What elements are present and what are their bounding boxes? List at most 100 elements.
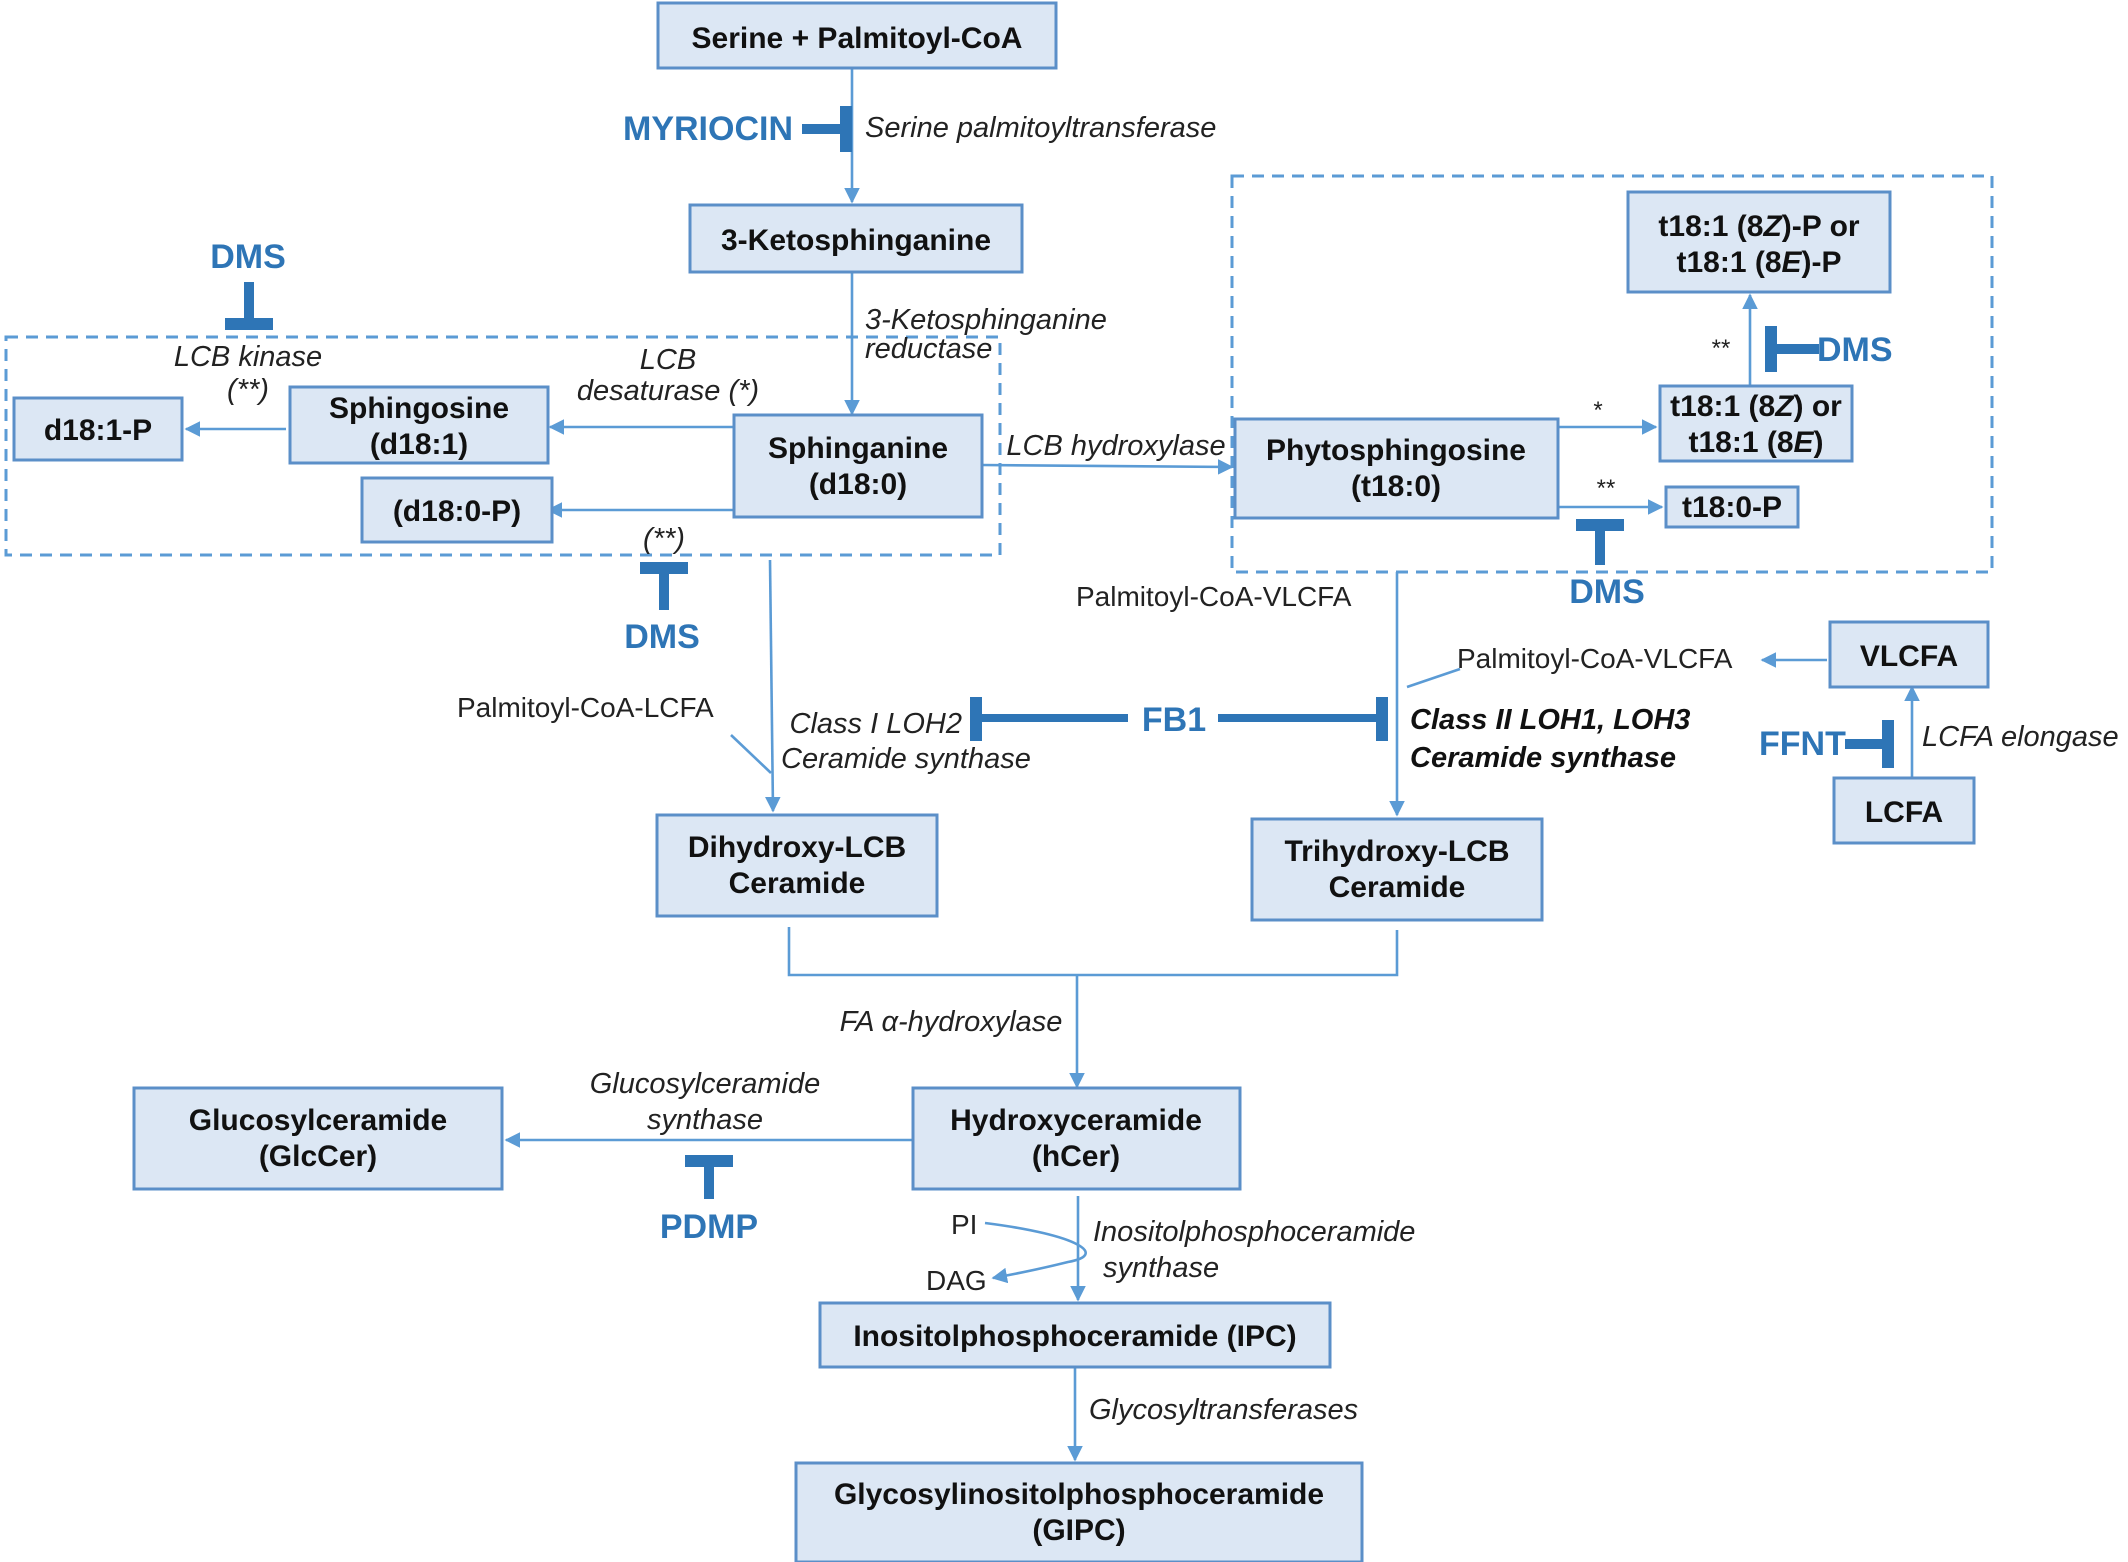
node-sphinganine-line2: (d18:0) bbox=[809, 468, 907, 501]
marker-t181p-star: ** bbox=[1712, 335, 1731, 362]
enzyme-serine-palmitoyltransferase: Serine palmitoyltransferase bbox=[865, 112, 1216, 144]
node-sphingosine: Sphingosine (d18:1) bbox=[288, 385, 550, 465]
marker-t181-star: * bbox=[1593, 397, 1602, 424]
node-trihydroxy-line2: Ceramide bbox=[1329, 871, 1466, 904]
ffnt-inhibition-stem bbox=[1845, 739, 1885, 749]
myriocin-inhibition-stem bbox=[802, 124, 848, 134]
dms-t180p-inhibition-stem bbox=[1595, 525, 1605, 565]
node-dihydroxy-line1: Dihydroxy-LCB bbox=[688, 831, 906, 864]
right-lcb-group-region bbox=[1230, 174, 1994, 574]
node-dihydroxy-line2: Ceramide bbox=[729, 867, 866, 900]
inhibitor-pdmp-label: PDMP bbox=[660, 1208, 758, 1246]
node-t18-1-p: t18:1 (8Z)-P or t18:1 (8E)-P bbox=[1626, 190, 1892, 294]
node-vlcfa-label: VLCFA bbox=[1860, 640, 1958, 673]
arrow-sphinganine-to-dihydroxy-ceramide bbox=[765, 559, 781, 813]
substrate-dag: DAG bbox=[926, 1265, 987, 1296]
node-glucosylceramide: Glucosylceramide (GlcCer) bbox=[132, 1086, 504, 1191]
node-phytosphingosine-line2: (t18:0) bbox=[1351, 470, 1441, 503]
arrow-pi-to-dag bbox=[984, 1221, 1087, 1284]
node-glucosylceramide-line2: (GlcCer) bbox=[259, 1140, 377, 1173]
node-trihydroxy-line1: Trihydroxy-LCB bbox=[1284, 835, 1509, 868]
arrow-lcfa-substrate bbox=[730, 734, 772, 774]
enzyme-lcb-hydroxylase: LCB hydroxylase bbox=[1006, 430, 1225, 462]
node-t181p-line2: t18:1 (8E)-P bbox=[1676, 246, 1841, 279]
inhibitor-dms-t181p-label: DMS bbox=[1817, 331, 1893, 369]
inhibitor-fb1-label: FB1 bbox=[1142, 701, 1206, 739]
dms-d180p-inhibition-bar bbox=[640, 562, 688, 574]
enzyme-d180p-kinase-marker: (**) bbox=[643, 523, 685, 555]
ffnt-inhibition-bar bbox=[1882, 720, 1894, 768]
enzyme-lcb-desaturase-line2: desaturase (*) bbox=[577, 375, 759, 407]
dms-lcbk-inhibition-bar bbox=[225, 318, 273, 330]
enzyme-lcfa-elongase: LCFA elongase bbox=[1922, 721, 2119, 753]
inhibitor-dms-t180p-label: DMS bbox=[1569, 573, 1645, 611]
node-t181-line2: t18:1 (8E) bbox=[1688, 426, 1823, 459]
node-t181p-line1: t18:1 (8Z)-P or bbox=[1658, 210, 1859, 243]
enzyme-class1-line2: Ceramide synthase bbox=[781, 743, 1031, 775]
node-t18-0-p: t18:0-P bbox=[1664, 485, 1800, 529]
node-gipc: Glycosylinositolphosphoceramide (GIPC) bbox=[794, 1461, 1364, 1562]
substrate-palmitoyl-coa-vlcfa-right: Palmitoyl-CoA-VLCFA bbox=[1457, 643, 1733, 674]
node-sphingosine-line2: (d18:1) bbox=[370, 428, 468, 461]
node-gipc-line2: (GIPC) bbox=[1032, 1514, 1125, 1547]
node-sphingosine-line1: Sphingosine bbox=[329, 392, 509, 425]
node-t18-1: t18:1 (8Z) or t18:1 (8E) bbox=[1658, 384, 1854, 463]
myriocin-inhibition-bar bbox=[840, 106, 852, 152]
node-hydroxyceramide: Hydroxyceramide (hCer) bbox=[911, 1086, 1242, 1191]
inhibitor-myriocin-label: MYRIOCIN bbox=[623, 110, 793, 148]
inhibitor-dms-d180p-label: DMS bbox=[624, 618, 700, 656]
node-ketosphinganine-label: 3-Ketosphinganine bbox=[721, 224, 991, 257]
node-d18-1-p: d18:1-P bbox=[12, 396, 184, 462]
left-lcb-group-region bbox=[4, 335, 1002, 557]
enzyme-fa-alpha-hydroxylase: FA α-hydroxylase bbox=[840, 1006, 1063, 1038]
enzyme-ketosphinganine-reductase-line2: reductase bbox=[865, 333, 992, 365]
enzyme-ketosphinganine-reductase-line1: 3-Ketosphinganine bbox=[865, 304, 1107, 336]
fb1-right-inhibition-bar bbox=[1376, 697, 1388, 741]
substrate-palmitoyl-coa-lcfa: Palmitoyl-CoA-LCFA bbox=[457, 692, 714, 723]
node-gipc-line1: Glycosylinositolphosphoceramide bbox=[834, 1478, 1324, 1511]
enzyme-glucosylceramide-synthase-line2: synthase bbox=[647, 1104, 763, 1136]
node-t180p-label: t18:0-P bbox=[1682, 491, 1782, 524]
substrate-palmitoyl-coa-vlcfa-top: Palmitoyl-CoA-VLCFA bbox=[1076, 581, 1352, 612]
node-ipc-label: Inositolphosphoceramide (IPC) bbox=[853, 1320, 1296, 1353]
enzyme-class1-line1: Class I LOH2 bbox=[790, 708, 962, 740]
enzyme-ipc-synthase-line1: Inositolphosphoceramide bbox=[1093, 1216, 1415, 1248]
node-d18-0-p: (d18:0-P) bbox=[360, 476, 554, 544]
node-trihydroxy-lcb-ceramide: Trihydroxy-LCB Ceramide bbox=[1250, 817, 1544, 922]
node-d181p-label: d18:1-P bbox=[44, 414, 152, 447]
node-d180p-label: (d18:0-P) bbox=[393, 495, 521, 528]
ceramide-merge-connector bbox=[787, 927, 1399, 977]
enzyme-lcb-desaturase-line1: LCB bbox=[640, 344, 696, 376]
dms-lcbk-inhibition-stem bbox=[244, 282, 254, 322]
dms-t181p-inhibition-bar bbox=[1765, 326, 1777, 372]
inhibitor-ffnt-label: FFNT bbox=[1759, 725, 1846, 763]
enzyme-ipc-synthase-line2: synthase bbox=[1103, 1252, 1219, 1284]
node-hydroxyceramide-line2: (hCer) bbox=[1032, 1140, 1120, 1173]
substrate-pi: PI bbox=[951, 1209, 977, 1240]
node-lcfa: LCFA bbox=[1832, 776, 1976, 845]
enzyme-lcb-kinase-line1: LCB kinase bbox=[174, 341, 322, 373]
enzyme-class2-line1: Class II LOH1, LOH3 bbox=[1410, 704, 1690, 736]
dms-d180p-inhibition-stem bbox=[659, 570, 669, 610]
enzyme-class2-line2: Ceramide synthase bbox=[1410, 742, 1676, 774]
fb1-left-inhibition-bar bbox=[970, 697, 982, 741]
node-serine-label: Serine + Palmitoyl-CoA bbox=[692, 22, 1023, 55]
enzyme-glycosyltransferases: Glycosyltransferases bbox=[1089, 1394, 1358, 1426]
marker-t180p-star: ** bbox=[1597, 475, 1616, 502]
node-glucosylceramide-line1: Glucosylceramide bbox=[189, 1104, 447, 1137]
node-serine-palmitoyl-coa: Serine + Palmitoyl-CoA bbox=[656, 1, 1058, 70]
node-phytosphingosine: Phytosphingosine (t18:0) bbox=[1233, 417, 1560, 520]
dms-t181p-inhibition-stem bbox=[1775, 344, 1819, 354]
pdmp-inhibition-stem bbox=[704, 1161, 714, 1199]
node-sphinganine-line1: Sphinganine bbox=[768, 432, 948, 465]
node-3-ketosphinganine: 3-Ketosphinganine bbox=[688, 203, 1024, 274]
node-sphinganine: Sphinganine (d18:0) bbox=[732, 413, 984, 519]
node-vlcfa: VLCFA bbox=[1828, 620, 1990, 689]
node-t181-line1: t18:1 (8Z) or bbox=[1670, 390, 1842, 423]
node-lcfa-label: LCFA bbox=[1865, 796, 1943, 829]
inhibitor-dms-lcb-kinase-label: DMS bbox=[210, 238, 286, 276]
node-dihydroxy-lcb-ceramide: Dihydroxy-LCB Ceramide bbox=[655, 813, 939, 918]
enzyme-lcb-kinase-line2: (**) bbox=[227, 374, 269, 406]
